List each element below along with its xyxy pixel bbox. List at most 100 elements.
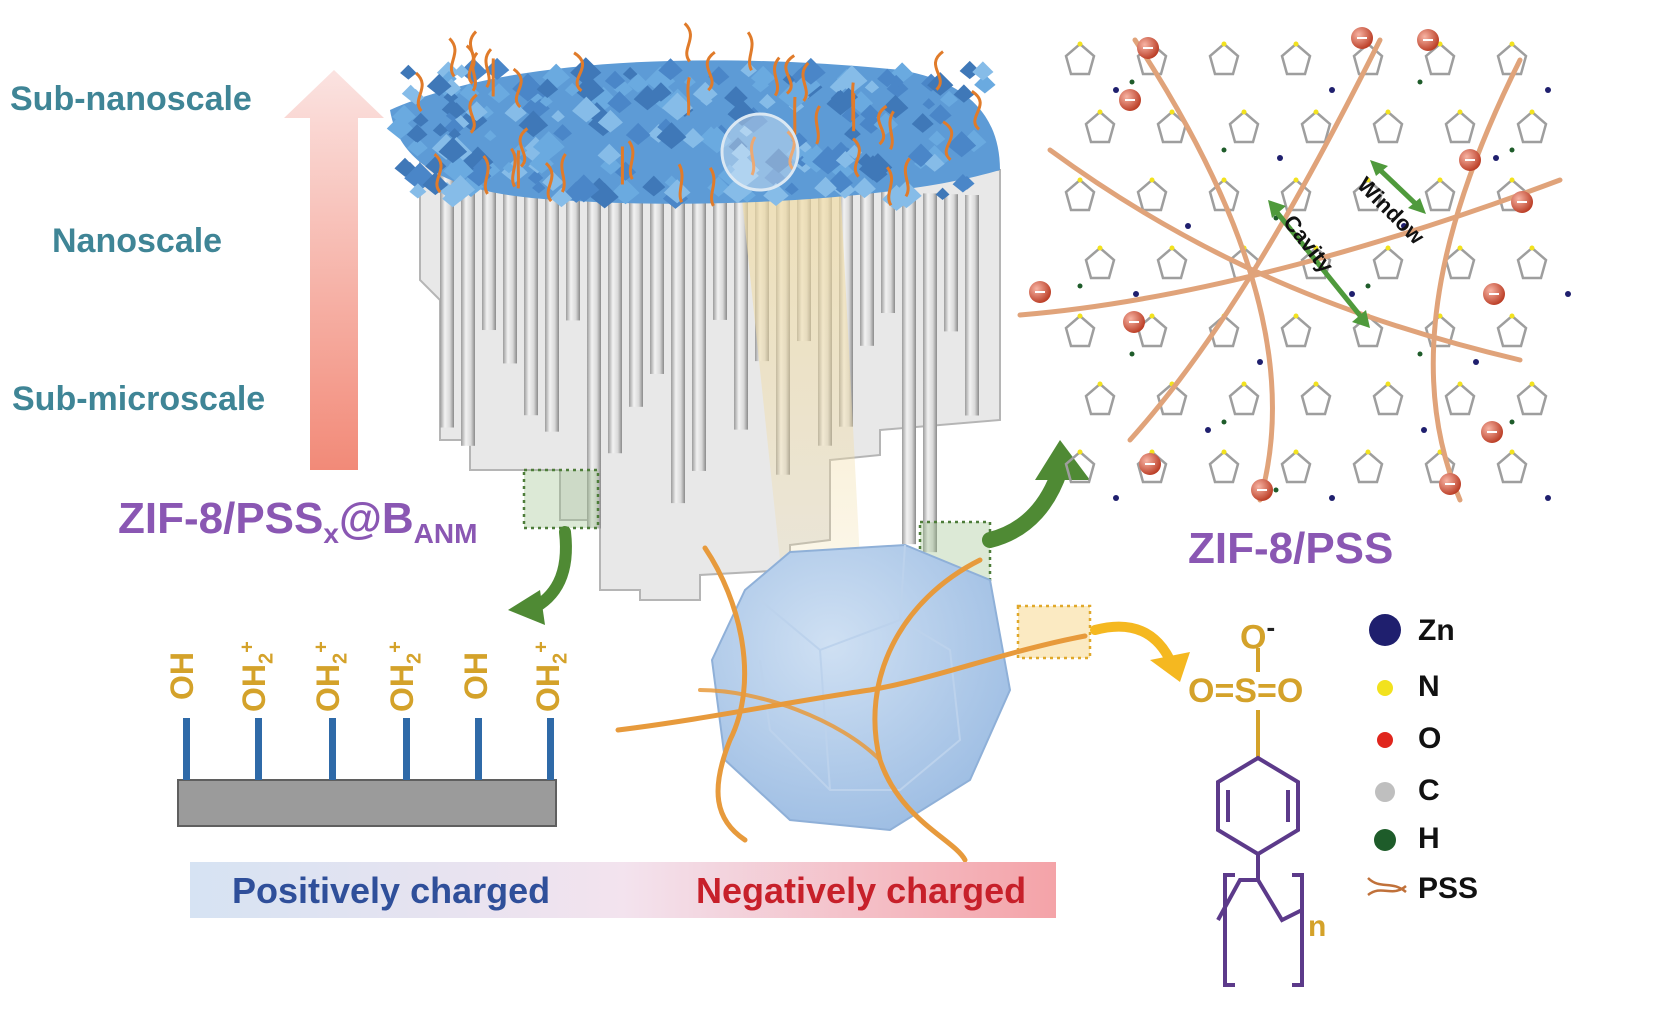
pss-strand	[746, 31, 754, 71]
pss-strand	[903, 157, 911, 198]
n-atom	[1529, 109, 1535, 115]
positively-charged-surface	[177, 718, 557, 827]
imidazole-ring	[1352, 178, 1384, 212]
crystal-grain	[532, 181, 546, 194]
pss-sulfonyl: O=S=O	[1188, 672, 1304, 710]
imidazole-ring	[1064, 450, 1096, 484]
zn-atom	[1473, 359, 1479, 365]
crystal-grain	[731, 143, 752, 162]
crystal-grain	[764, 148, 793, 174]
pss-strand	[784, 54, 796, 95]
group-oh2-2-sup: +	[310, 641, 333, 653]
pss-marker	[1367, 877, 1407, 897]
pss-strand	[560, 153, 567, 193]
crystal-grain	[550, 187, 573, 208]
crystal-grain	[487, 83, 511, 104]
group-oh2-2-sub: 2	[329, 652, 352, 664]
pore	[524, 178, 538, 416]
pore	[608, 181, 622, 454]
zn-atom	[1113, 495, 1119, 501]
zn-atom	[1257, 359, 1263, 365]
n-atom	[1529, 381, 1535, 387]
group-oh-2: OH	[458, 630, 502, 720]
crystal-grain	[972, 61, 994, 81]
crystal-grain	[826, 89, 855, 116]
crystal-grain	[708, 66, 730, 86]
pore	[461, 175, 475, 446]
crystal-grain	[412, 112, 429, 127]
group-oh2-4-main: OH	[530, 664, 566, 712]
imidazole-ring	[1280, 42, 1312, 76]
n-atom	[1457, 109, 1463, 115]
h-atom	[1077, 283, 1083, 289]
zn-atom	[1545, 495, 1551, 501]
crystal-grain	[692, 81, 718, 105]
n-atom	[1365, 449, 1371, 455]
membrane-label-main: ZIF-8/PSS	[118, 494, 324, 543]
pss-strand	[814, 105, 821, 145]
crystal-grain	[448, 128, 461, 140]
scale-label-sub-microscale: Sub-microscale	[12, 380, 266, 418]
crystal-grain	[836, 65, 868, 94]
pore	[545, 179, 559, 432]
crystal-grain	[952, 173, 974, 193]
surface-post	[255, 718, 262, 780]
n-atom	[1077, 449, 1083, 455]
pss-strand	[705, 50, 716, 92]
crystal-grain	[798, 140, 812, 153]
pss-strand	[686, 77, 691, 116]
crystal-grain	[512, 73, 544, 102]
n-atom	[1077, 313, 1083, 319]
crystal-grain	[959, 60, 980, 80]
n-atom	[1293, 177, 1299, 183]
pss-strand	[677, 163, 684, 203]
imidazole-ring	[1352, 314, 1384, 348]
crystal-grain	[542, 171, 564, 191]
membrane-label-sub-anm: ANM	[413, 517, 478, 549]
pss-strand	[484, 48, 493, 89]
crystal-pss-strands	[615, 545, 1088, 863]
pss-strand	[544, 162, 554, 203]
crystal-grain	[859, 112, 883, 134]
pss-strand	[934, 50, 944, 91]
imidazole-ring	[1372, 382, 1404, 416]
crystal-grain	[568, 174, 600, 203]
crystal-grain	[947, 131, 977, 158]
imidazole-ring	[1424, 178, 1456, 212]
crystal-grain	[551, 109, 565, 123]
crystal-grain	[974, 74, 996, 94]
pore	[671, 183, 685, 504]
crystal-grain	[888, 74, 904, 89]
charge-gradient-bar	[190, 862, 1056, 918]
pss-repeat-n: n	[1308, 910, 1327, 943]
pore	[713, 185, 727, 320]
c-marker	[1375, 782, 1395, 802]
membrane-label: ZIF-8/PSSx@BANM	[118, 494, 477, 550]
n-atom	[1221, 177, 1227, 183]
imidazole-ring	[1208, 314, 1240, 348]
group-oh-1: OH	[164, 630, 208, 720]
crystal-grain	[650, 82, 672, 102]
n-atom	[1385, 245, 1391, 251]
framework-label: ZIF-8/PSS	[1188, 524, 1394, 573]
crystal-grain	[758, 93, 776, 109]
zn-atom	[1205, 427, 1211, 433]
crystal-grain	[453, 64, 470, 79]
imidazole-ring	[1280, 314, 1312, 348]
zn-atom	[1493, 155, 1499, 161]
group-oh2-1-main: OH	[236, 664, 272, 712]
crystal-grain	[574, 75, 605, 103]
surface-post	[329, 718, 336, 780]
h-atom	[1129, 79, 1135, 85]
crystal-grain	[922, 98, 936, 110]
scale-label-nanoscale: Nanoscale	[52, 222, 223, 260]
group-oh2-4-sup: +	[530, 641, 553, 653]
n-atom	[1313, 109, 1319, 115]
crystal-grain	[409, 183, 427, 199]
h-atom	[1221, 147, 1227, 153]
legend-c: C	[1418, 774, 1440, 807]
scale-arrow	[284, 70, 384, 470]
imidazole-ring	[1280, 450, 1312, 484]
group-oh2-3-sup: +	[384, 641, 407, 653]
crystal-grain	[406, 124, 428, 143]
